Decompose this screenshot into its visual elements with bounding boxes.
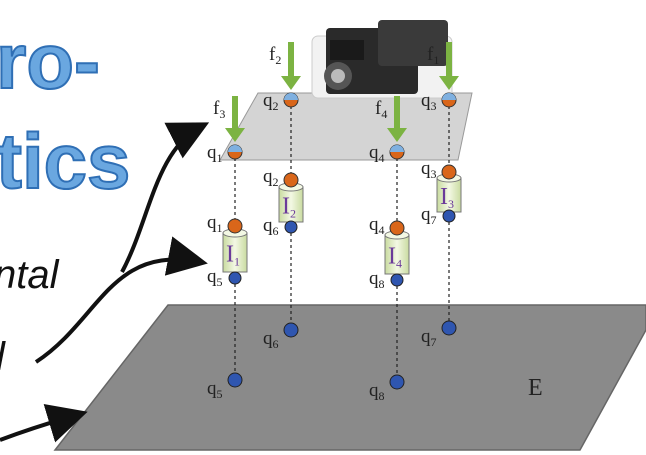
inertia-label: I1 <box>226 242 240 269</box>
q-label-lower: q7 <box>421 204 437 227</box>
upper-node <box>227 218 243 234</box>
legs-layer <box>222 92 462 390</box>
ground-plane <box>53 304 646 451</box>
force-label: f3 <box>213 98 225 121</box>
caption-2: l <box>0 335 6 379</box>
inertia-label: I3 <box>440 184 454 211</box>
upper-node <box>389 220 405 236</box>
lower-node <box>390 273 404 287</box>
q-label-ground: q5 <box>207 378 223 401</box>
q-label-plate: q1 <box>207 142 223 165</box>
upper-node <box>441 164 457 180</box>
q-label-lower: q8 <box>369 268 385 291</box>
arrow-to-inertia <box>34 236 208 364</box>
q-label-upper: q1 <box>207 212 223 235</box>
q-label-ground: q7 <box>421 326 437 349</box>
q-label-lower: q5 <box>207 266 223 289</box>
q-label-ground: q6 <box>263 328 279 351</box>
ground-node <box>441 320 457 336</box>
labels-layer: f2I2q2q2q6q6f1I3q3q3q7q7f3I1q1q1q5q5f4I4… <box>207 44 454 403</box>
plate-node-cap <box>284 93 298 100</box>
lower-node <box>442 209 456 223</box>
force-arrow-head <box>281 76 301 90</box>
upper-node <box>283 172 299 188</box>
ground-node <box>283 322 299 338</box>
environment-label: E <box>528 375 543 401</box>
ground-node <box>389 374 405 390</box>
title-line-2: tics <box>0 117 130 205</box>
q-label-upper: q4 <box>369 214 385 237</box>
force-arrow-head <box>387 128 407 142</box>
servo-motor <box>311 20 453 99</box>
force-arrow-head <box>225 128 245 142</box>
plate-node-cap <box>228 145 242 152</box>
plate-node-cap <box>442 93 456 100</box>
lower-node <box>284 220 298 234</box>
q-label-upper: q2 <box>263 166 279 189</box>
inertia-cylinder <box>436 177 462 213</box>
inertia-label: I2 <box>282 194 296 221</box>
lower-node <box>228 271 242 285</box>
arrow-to-plate <box>120 122 210 273</box>
q-label-plate: q3 <box>421 90 437 113</box>
arrow-to-ground <box>0 404 88 443</box>
inertia-cylinder <box>222 232 248 273</box>
title-line-1: ro- <box>0 17 100 105</box>
q-label-plate: q2 <box>263 90 279 113</box>
force-arrow-head <box>439 76 459 90</box>
q-label-ground: q8 <box>369 380 385 403</box>
force-label: f4 <box>375 98 387 121</box>
q-label-upper: q3 <box>421 158 437 181</box>
q-label-lower: q6 <box>263 215 279 238</box>
forces-layer <box>225 42 459 142</box>
force-label: f1 <box>427 44 439 67</box>
force-label: f2 <box>269 44 281 67</box>
plate-node-cap <box>390 145 404 152</box>
caption-1: ntal <box>0 253 60 297</box>
q-label-plate: q4 <box>369 142 385 165</box>
inertia-label: I4 <box>388 244 402 271</box>
ground-node <box>227 372 243 388</box>
